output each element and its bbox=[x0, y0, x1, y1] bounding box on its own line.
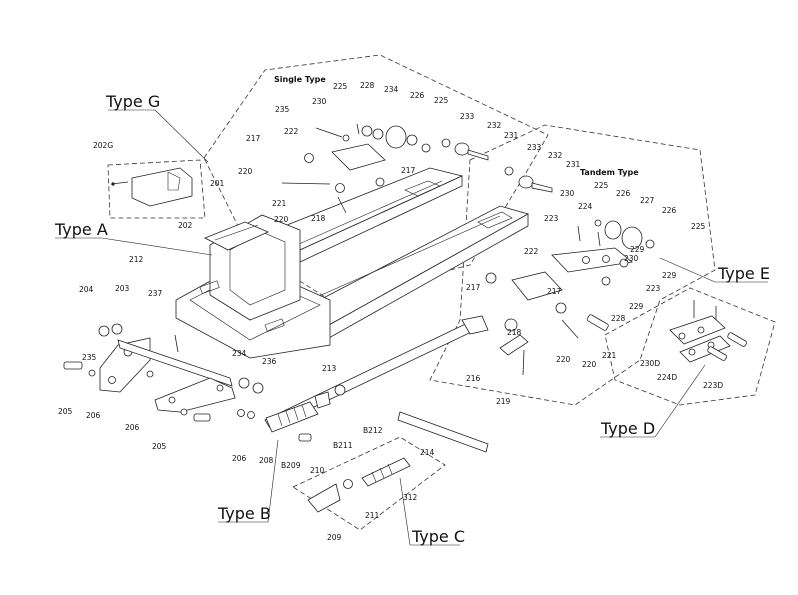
part-label: 236 bbox=[262, 357, 277, 366]
type-c-detail bbox=[307, 457, 411, 513]
part-label: 217 bbox=[401, 166, 416, 175]
type-e-label: Type E bbox=[717, 264, 770, 283]
part-label: 232 bbox=[487, 121, 502, 130]
type-g-label: Type G bbox=[105, 92, 160, 111]
part-label: 205 bbox=[152, 442, 167, 451]
part-label: 229 bbox=[630, 245, 645, 254]
part-label: 216 bbox=[466, 374, 481, 383]
part-label: 224 bbox=[578, 202, 593, 211]
part-label: 221 bbox=[602, 351, 617, 360]
part-label: 232 bbox=[548, 151, 563, 160]
part-label: 225 bbox=[434, 96, 449, 105]
part-label: 226 bbox=[616, 189, 631, 198]
part-label: 220 bbox=[274, 215, 289, 224]
single-type-parts bbox=[281, 123, 489, 214]
part-label: 230D bbox=[640, 359, 660, 368]
part-label: 227 bbox=[640, 196, 655, 205]
part-label: 234 bbox=[232, 349, 247, 358]
part-label: 206 bbox=[86, 411, 101, 420]
type-g-detail bbox=[111, 167, 193, 207]
part-label: 226 bbox=[662, 206, 677, 215]
part-label: 228 bbox=[611, 314, 626, 323]
part-label: 230 bbox=[624, 254, 639, 263]
part-label: 220 bbox=[556, 355, 571, 364]
type-d-outline bbox=[604, 287, 776, 406]
part-label: 231 bbox=[504, 131, 519, 140]
part-label: 312 bbox=[403, 493, 418, 502]
part-label: 222 bbox=[284, 127, 299, 136]
part-label: 220 bbox=[582, 360, 597, 369]
single-type-heading: Single Type bbox=[274, 75, 326, 84]
part-label: 237 bbox=[148, 289, 163, 298]
part-label: 225 bbox=[594, 181, 609, 190]
part-numbers: 202G 201 202 212 204 203 237 235 205 206… bbox=[58, 81, 723, 542]
part-label: 206 bbox=[125, 423, 140, 432]
part-label: 202G bbox=[93, 141, 113, 150]
part-label: 213 bbox=[322, 364, 337, 373]
part-label: B211 bbox=[333, 441, 353, 450]
part-label: 214 bbox=[420, 448, 435, 457]
part-label: 210 bbox=[310, 466, 325, 475]
part-label: 217 bbox=[547, 287, 562, 296]
part-label: 229 bbox=[629, 302, 644, 311]
part-label: 230 bbox=[560, 189, 575, 198]
part-label: 202 bbox=[178, 221, 193, 230]
part-label: 233 bbox=[527, 143, 542, 152]
tiller-linkage bbox=[63, 323, 264, 422]
part-label: 221 bbox=[272, 199, 287, 208]
leader-lines bbox=[55, 109, 768, 546]
type-d-label: Type D bbox=[600, 419, 655, 438]
type-c-outline bbox=[292, 436, 446, 531]
part-label: 223D bbox=[703, 381, 723, 390]
tandem-type-outline bbox=[429, 124, 716, 406]
part-label: B212 bbox=[363, 426, 383, 435]
part-label: 235 bbox=[275, 105, 290, 114]
part-label: 212 bbox=[129, 255, 144, 264]
type-d-parts bbox=[669, 300, 747, 363]
part-label: 235 bbox=[82, 353, 97, 362]
part-label: 201 bbox=[210, 179, 225, 188]
part-label: 203 bbox=[115, 284, 130, 293]
part-label: 220 bbox=[238, 167, 253, 176]
part-label: 204 bbox=[79, 285, 94, 294]
part-label: 219 bbox=[496, 397, 511, 406]
part-label: 224D bbox=[657, 373, 677, 382]
part-label: 230 bbox=[312, 97, 327, 106]
part-label: 226 bbox=[410, 91, 425, 100]
part-label: 205 bbox=[58, 407, 73, 416]
part-label: 229 bbox=[662, 271, 677, 280]
part-label: 208 bbox=[259, 456, 274, 465]
part-label: 231 bbox=[566, 160, 581, 169]
part-label: 217 bbox=[466, 283, 481, 292]
part-label: 217 bbox=[246, 134, 261, 143]
type-a-label: Type A bbox=[54, 220, 108, 239]
part-label: 223 bbox=[646, 284, 661, 293]
part-label: 218 bbox=[311, 214, 326, 223]
part-label: 225 bbox=[691, 222, 706, 231]
push-rod bbox=[264, 315, 489, 453]
part-label: 234 bbox=[384, 85, 399, 94]
part-label: 228 bbox=[360, 81, 375, 90]
part-label: 233 bbox=[460, 112, 475, 121]
part-label: 206 bbox=[232, 454, 247, 463]
part-label: 222 bbox=[524, 247, 539, 256]
type-c-label: Type C bbox=[411, 527, 465, 546]
tandem-type-heading: Tandem Type bbox=[580, 168, 639, 177]
part-label: 209 bbox=[327, 533, 342, 542]
tandem-type-parts bbox=[485, 166, 655, 376]
type-b-label: Type B bbox=[217, 504, 271, 523]
pallet-frame bbox=[175, 167, 530, 359]
part-label: B209 bbox=[281, 461, 301, 470]
part-label: 225 bbox=[333, 82, 348, 91]
part-label: 218 bbox=[507, 328, 522, 337]
part-label: 211 bbox=[365, 511, 380, 520]
part-label: 223 bbox=[544, 214, 559, 223]
